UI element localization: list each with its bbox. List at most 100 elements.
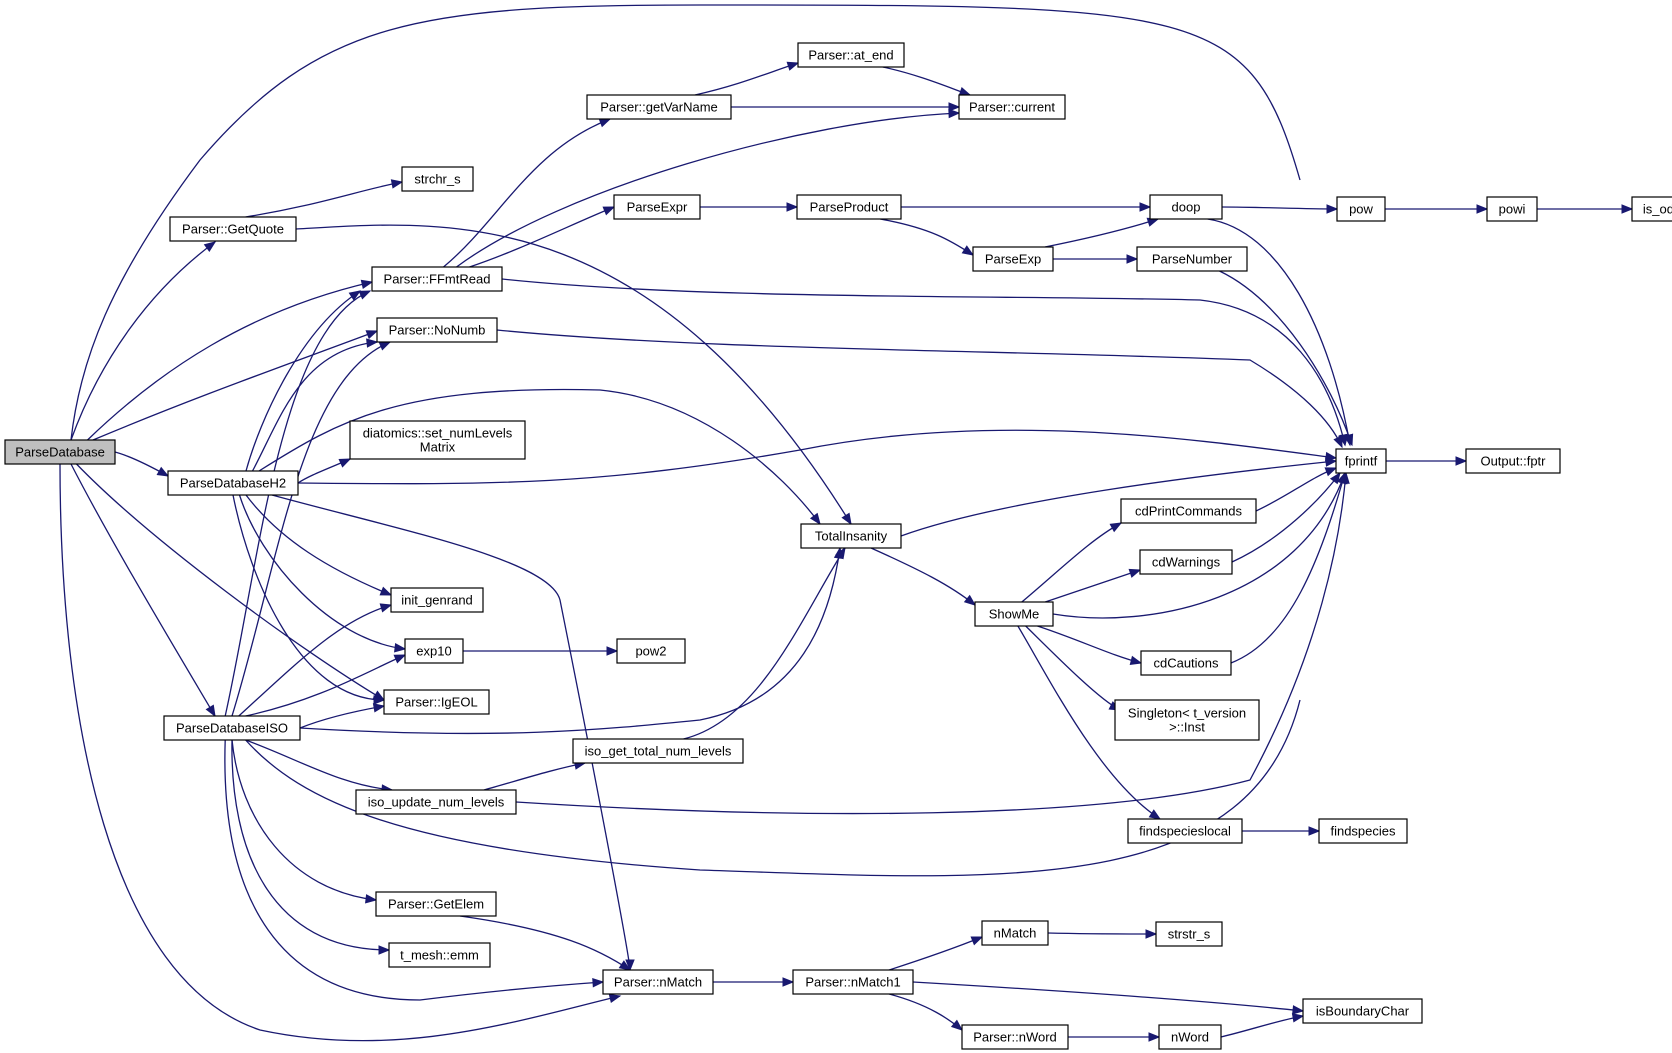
node-box xyxy=(958,94,1066,120)
node-label: Output::fptr xyxy=(1480,454,1546,469)
node-fprintf[interactable]: fprintf xyxy=(1335,448,1387,474)
node-parsenumber[interactable]: ParseNumber xyxy=(1136,246,1248,272)
node-parseh2[interactable]: ParseDatabaseH2 xyxy=(167,470,299,496)
node-box xyxy=(383,689,490,715)
node-initgen[interactable]: init_genrand xyxy=(390,587,484,613)
node-findspecies[interactable]: findspecies xyxy=(1318,818,1408,844)
node-box xyxy=(390,587,484,613)
edge-parseiso-to-getelem xyxy=(231,739,378,904)
node-box xyxy=(1127,818,1243,844)
node-box xyxy=(388,942,491,968)
node-cdcaut[interactable]: cdCautions xyxy=(1140,650,1232,676)
node-box xyxy=(1120,498,1257,524)
node-doop[interactable]: doop xyxy=(1149,194,1223,220)
node-singleton[interactable]: Singleton< t_version>::Inst xyxy=(1114,699,1260,741)
node-pow2[interactable]: pow2 xyxy=(616,638,686,664)
node-box xyxy=(797,42,905,68)
function-nodes: ParseDatabaseParser::GetQuotestrchr_sPar… xyxy=(4,42,1672,1050)
node-strstr[interactable]: strstr_s xyxy=(1155,921,1223,947)
edge-parsedatabase-to-parseh2 xyxy=(114,451,170,477)
node-box xyxy=(1155,921,1223,947)
edge-parseiso-to-initgen xyxy=(238,603,393,717)
node-label: exp10 xyxy=(416,644,451,659)
node-label: ParseDatabaseH2 xyxy=(180,476,286,491)
node-pnmatch[interactable]: Parser::nMatch xyxy=(602,969,714,995)
edge-parseexp-to-parsenumber xyxy=(1053,254,1139,264)
edge-pnmatch-to-pnmatch1 xyxy=(712,977,795,987)
node-label: strstr_s xyxy=(1168,927,1211,942)
node-parseexp[interactable]: ParseExp xyxy=(972,246,1054,272)
edge-parseproduct-to-parseexp xyxy=(880,218,975,256)
node-nmatchfree[interactable]: nMatch xyxy=(981,920,1049,946)
node-label: doop xyxy=(1172,200,1201,215)
node-isogettotal[interactable]: iso_get_total_num_levels xyxy=(572,738,744,764)
edge-parseiso-to-emm xyxy=(231,739,391,955)
node-isoupdate[interactable]: iso_update_num_levels xyxy=(355,789,517,815)
node-box xyxy=(981,920,1049,946)
node-exp10[interactable]: exp10 xyxy=(404,638,464,664)
node-label: Parser::NoNumb xyxy=(389,323,486,338)
node-nword[interactable]: nWord xyxy=(1158,1024,1222,1050)
call-edges xyxy=(59,4,1634,1042)
edge-isogettotal-to-totalinsanity xyxy=(683,546,846,740)
node-ffmtread[interactable]: Parser::FFmtRead xyxy=(371,266,503,292)
node-box xyxy=(972,246,1054,272)
node-fptr[interactable]: Output::fptr xyxy=(1465,448,1561,474)
edge-parseh2-to-pnmatch xyxy=(271,494,635,972)
node-box xyxy=(169,216,297,242)
node-getelem[interactable]: Parser::GetElem xyxy=(375,891,497,917)
node-label: ParseExpr xyxy=(627,200,688,215)
node-totalinsanity[interactable]: TotalInsanity xyxy=(800,523,902,549)
node-box xyxy=(1149,194,1223,220)
node-cdwarn[interactable]: cdWarnings xyxy=(1139,549,1233,575)
node-box xyxy=(800,523,902,549)
edge-parseh2-to-igeol xyxy=(232,494,386,705)
node-box xyxy=(1318,818,1408,844)
edge-ffmtread-to-parseexpr xyxy=(469,206,616,268)
node-pow[interactable]: pow xyxy=(1336,196,1386,222)
node-label: init_genrand xyxy=(401,593,473,608)
node-box xyxy=(974,601,1054,627)
node-pnmatch1[interactable]: Parser::nMatch1 xyxy=(792,969,914,995)
node-powi[interactable]: powi xyxy=(1486,196,1538,222)
edge-nword-to-isboundary xyxy=(1220,1013,1305,1038)
node-box xyxy=(602,969,714,995)
node-label: ParseExp xyxy=(985,252,1041,267)
node-parseproduct[interactable]: ParseProduct xyxy=(796,194,902,220)
edge-pow-to-powi xyxy=(1385,204,1489,214)
node-strchr[interactable]: strchr_s xyxy=(401,166,474,192)
node-parseexpr[interactable]: ParseExpr xyxy=(613,194,701,220)
node-box xyxy=(163,715,301,741)
node-isboundary[interactable]: isBoundaryChar xyxy=(1302,998,1423,1024)
edge-parsedatabase-to-parseiso xyxy=(70,463,216,718)
node-label: iso_get_total_num_levels xyxy=(585,744,732,759)
node-parseiso[interactable]: ParseDatabaseISO xyxy=(163,715,301,741)
node-parsedatabase[interactable]: ParseDatabase xyxy=(4,439,116,465)
edge-parseh2-to-nonumb xyxy=(251,338,379,472)
edge-parseiso-to-exp10 xyxy=(245,654,407,717)
node-nonumb[interactable]: Parser::NoNumb xyxy=(376,317,498,343)
node-box xyxy=(796,194,902,220)
node-box xyxy=(1486,196,1538,222)
node-pnword[interactable]: Parser::nWord xyxy=(961,1024,1069,1050)
node-showme[interactable]: ShowMe xyxy=(974,601,1054,627)
node-box xyxy=(961,1024,1069,1050)
node-igeol[interactable]: Parser::IgEOL xyxy=(383,689,490,715)
node-label: ParseNumber xyxy=(1152,252,1233,267)
edge-getvarname-to-current xyxy=(731,102,961,112)
node-atend[interactable]: Parser::at_end xyxy=(797,42,905,68)
node-cdprint[interactable]: cdPrintCommands xyxy=(1120,498,1257,524)
node-emm[interactable]: t_mesh::emm xyxy=(388,942,491,968)
node-getvarname[interactable]: Parser::getVarName xyxy=(586,94,732,120)
node-label: nWord xyxy=(1171,1030,1209,1045)
edge-doop-to-pow xyxy=(1221,204,1339,214)
node-findlocal[interactable]: findspecieslocal xyxy=(1127,818,1243,844)
node-getquote[interactable]: Parser::GetQuote xyxy=(169,216,297,242)
node-label: Parser::current xyxy=(969,100,1055,115)
node-label: Parser::nMatch xyxy=(614,975,702,990)
node-label: Matrix xyxy=(420,440,456,455)
node-isodd[interactable]: is_odd xyxy=(1631,196,1672,222)
node-label: >::Inst xyxy=(1169,720,1205,735)
node-current[interactable]: Parser::current xyxy=(958,94,1066,120)
